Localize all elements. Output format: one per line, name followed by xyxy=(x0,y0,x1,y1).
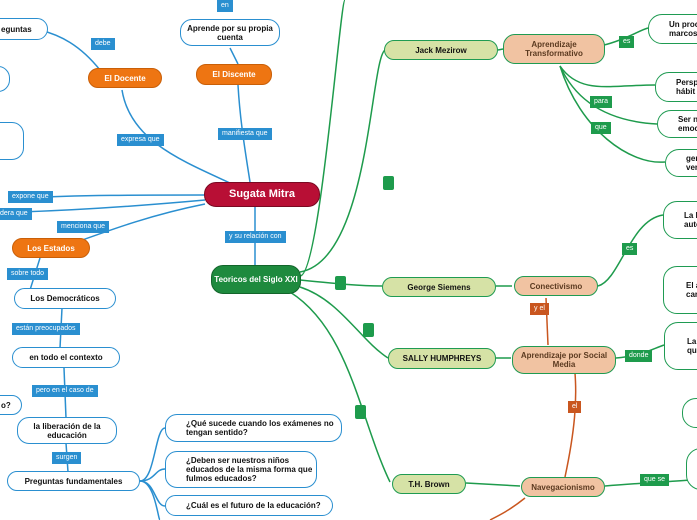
connector-marker xyxy=(383,176,394,190)
label-expresa-que: expresa que xyxy=(117,134,164,146)
node-humphreys[interactable]: SALLY HUMPHREYS xyxy=(388,348,496,369)
node-cut-la-l[interactable]: La l las auto xyxy=(663,201,697,239)
label-sobre-todo: sobre todo xyxy=(7,268,49,280)
label-menciona-que: menciona que xyxy=(57,221,109,233)
node-social-media[interactable]: Aprendizaje por Social Media xyxy=(512,346,616,374)
connector-marker xyxy=(363,323,374,337)
label-y-su-relacion: y su relación con xyxy=(225,231,286,243)
central-node[interactable]: Sugata Mitra xyxy=(204,182,320,207)
label-surgen: surgen xyxy=(52,452,82,464)
node-aprende[interactable]: Aprende por su propia cuenta xyxy=(180,19,280,46)
connector-marker xyxy=(335,276,346,290)
label-que: que xyxy=(591,122,611,134)
node-democraticos[interactable]: Los Democráticos xyxy=(14,288,116,309)
label-manifiesta-que: manifiesta que xyxy=(218,128,272,140)
node-mezirow[interactable]: Jack Mezirow xyxy=(384,40,498,60)
node-q-cut[interactable]: o? xyxy=(0,395,22,415)
node-liberacion[interactable]: la liberación de la educación xyxy=(17,417,117,444)
node-question-3[interactable]: ¿Cuál es el futuro de la educación? xyxy=(165,495,333,516)
label-para: para xyxy=(590,96,613,108)
label-y-el: y el xyxy=(530,303,549,315)
node-navegacionismo[interactable]: Navegacionismo xyxy=(521,477,605,497)
label-que-se: que se xyxy=(640,474,670,486)
label-es-2: es xyxy=(622,243,638,255)
node-cut-2[interactable] xyxy=(0,122,24,160)
label-estan-preocupados: están preocupados xyxy=(12,323,80,335)
node-estados[interactable]: Los Estados xyxy=(12,238,90,258)
label-pero-en-el-caso: pero en el caso de xyxy=(32,385,98,397)
node-discente[interactable]: El Discente xyxy=(196,64,272,85)
node-teoricos[interactable]: Teoricos del Siglo XXI xyxy=(211,265,301,294)
node-question-2[interactable]: ¿Deben ser nuestros niños educados de la… xyxy=(165,451,317,488)
node-cut-proc[interactable]: Un proc marcos xyxy=(648,14,697,44)
node-cut-gen[interactable]: gen ver xyxy=(665,149,697,177)
node-cut-la-p[interactable]: La pre qu int xyxy=(664,322,697,370)
label-dera-que: dera que xyxy=(0,208,32,220)
node-question-1[interactable]: ¿Qué sucede cuando los exámenes no tenga… xyxy=(165,414,342,442)
label-el: el xyxy=(568,401,582,413)
node-preguntas-cut[interactable]: eguntas xyxy=(0,18,48,40)
label-debe: debe xyxy=(91,38,115,50)
connector-marker xyxy=(355,405,366,419)
label-donde: donde xyxy=(625,350,653,362)
label-en: en xyxy=(217,0,233,12)
node-cut-ser[interactable]: Ser n emoc xyxy=(657,110,697,138)
node-transformativo[interactable]: Aprendizaje Transformativo xyxy=(503,34,605,64)
node-cut-persp[interactable]: Persp hábit xyxy=(655,72,697,102)
node-contexto[interactable]: en todo el contexto xyxy=(12,347,120,368)
node-preguntas-fundamentales[interactable]: Preguntas fundamentales xyxy=(7,471,140,491)
label-expone-que: expone que xyxy=(8,191,53,203)
node-docente[interactable]: El Docente xyxy=(88,68,162,88)
node-siemens[interactable]: George Siemens xyxy=(382,277,496,297)
label-es: es xyxy=(619,36,635,48)
node-cut-el-a[interactable]: El a am car con xyxy=(663,266,697,314)
node-conectivismo[interactable]: Conectivismo xyxy=(514,276,598,296)
node-brown[interactable]: T.H. Brown xyxy=(392,474,466,494)
